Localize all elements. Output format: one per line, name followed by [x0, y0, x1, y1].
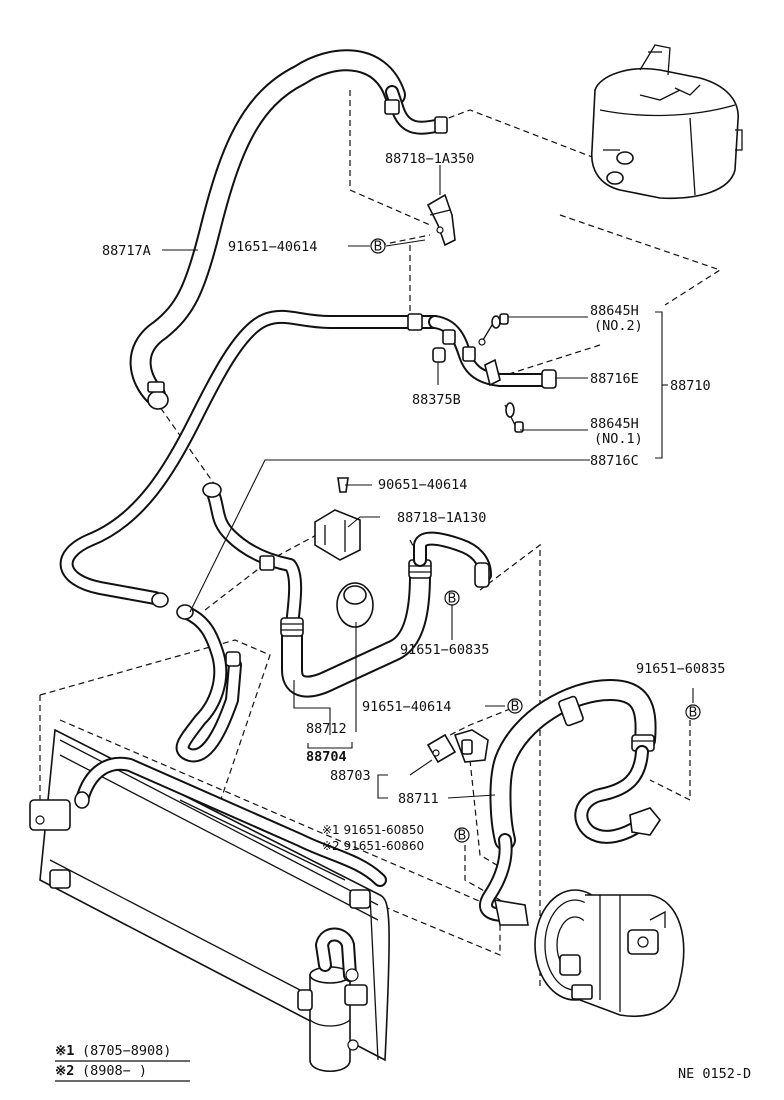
- pipe-88716c[interactable]: [59, 309, 442, 608]
- clamp-88718-1a350: [426, 193, 456, 247]
- label-88716e[interactable]: 88716E: [590, 371, 639, 387]
- part-labels: 88717A 88718−1A350 91651−40614 88645H (N…: [102, 151, 725, 853]
- svg-text:B: B: [458, 829, 467, 844]
- label-91651-60835-a[interactable]: 91651−60835: [400, 642, 489, 658]
- top-pipe-end: [384, 85, 448, 135]
- pipe-upper-right-middle: [413, 531, 492, 588]
- pipe-88712[interactable]: [202, 482, 303, 632]
- label-91651-60860[interactable]: ※2 91651-60860: [322, 839, 424, 853]
- pipe-right-to-compressor: [574, 745, 661, 844]
- label-88711[interactable]: 88711: [398, 791, 439, 807]
- grommet-88704: [336, 582, 374, 628]
- figure-code: NE 0152-D: [678, 1066, 751, 1082]
- label-91651-60835-b[interactable]: 91651−60835: [636, 661, 725, 677]
- label-88718-1a350[interactable]: 88718−1A350: [385, 151, 474, 167]
- pipe-left-loop: [175, 604, 242, 763]
- ref-marks: B B B B B: [370, 238, 701, 844]
- clamp-88718-1a130: [314, 477, 361, 561]
- label-88703[interactable]: 88703: [330, 768, 371, 784]
- pressure-switch-assembly: [428, 313, 557, 433]
- ref-circle-b: B: [454, 827, 470, 844]
- condenser: [29, 728, 390, 1062]
- compressor: [534, 889, 685, 1017]
- label-88718-1a130[interactable]: 88718−1A130: [397, 510, 486, 526]
- svg-text:B: B: [448, 592, 457, 607]
- legend-mark-2: ※2: [55, 1063, 74, 1079]
- label-88375b[interactable]: 88375B: [412, 392, 461, 408]
- svg-text:B: B: [374, 240, 383, 255]
- label-88645h-no1[interactable]: 88645H: [590, 416, 639, 432]
- receiver-drier: [297, 927, 368, 1072]
- label-88645h-no1-sub: (NO.1): [594, 431, 643, 447]
- pipe-lower-suction: [479, 833, 529, 926]
- svg-text:B: B: [511, 700, 520, 715]
- label-91651-40614-b[interactable]: 91651−40614: [362, 699, 451, 715]
- ref-circle-b: B: [507, 698, 523, 715]
- label-88710[interactable]: 88710: [670, 378, 711, 394]
- label-88716c[interactable]: 88716C: [590, 453, 639, 469]
- ref-circle-b: B: [370, 238, 386, 255]
- hose-88704[interactable]: [280, 559, 432, 698]
- leader-lines: [162, 165, 694, 799]
- hose-88717a[interactable]: [129, 49, 406, 410]
- bracket-88703: [426, 729, 489, 764]
- ref-circle-b: B: [685, 704, 701, 721]
- label-88717a[interactable]: 88717A: [102, 243, 151, 259]
- legend-text-1: (8705−8908): [82, 1043, 171, 1059]
- legend-text-2: (8908− ): [82, 1063, 147, 1079]
- applicability-legend: ※1 (8705−8908) ※2 (8908− ): [55, 1043, 190, 1082]
- label-88712[interactable]: 88712: [306, 721, 347, 737]
- reservoir-tank: [591, 44, 743, 200]
- ref-circle-b: B: [444, 590, 460, 607]
- hose-88711[interactable]: [489, 679, 657, 851]
- label-91651-60850[interactable]: ※1 91651-60850: [322, 823, 424, 837]
- svg-text:B: B: [689, 706, 698, 721]
- label-88704[interactable]: 88704: [306, 749, 347, 765]
- label-88645h-no2[interactable]: 88645H: [590, 303, 639, 319]
- legend-mark-1: ※1: [55, 1043, 74, 1059]
- label-90651-40614[interactable]: 90651−40614: [378, 477, 467, 493]
- label-88645h-no2-sub: (NO.2): [594, 318, 643, 334]
- label-91651-40614-a[interactable]: 91651−40614: [228, 239, 317, 255]
